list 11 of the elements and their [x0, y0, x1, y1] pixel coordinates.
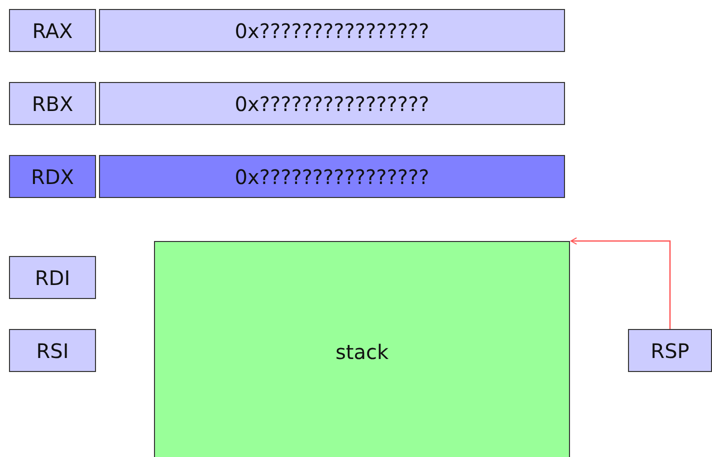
register-box: RAX	[9, 9, 96, 52]
register-box: RDX	[9, 155, 96, 198]
arrow	[570, 237, 671, 329]
register-box: RBX	[9, 82, 96, 125]
value-box: 0x????????????????	[99, 9, 565, 52]
stack-box: stack	[154, 241, 570, 457]
register-box: RSP	[628, 329, 712, 372]
register-box: RDI	[9, 256, 96, 299]
value-box: 0x????????????????	[99, 155, 565, 198]
register-box: RSI	[9, 329, 96, 372]
value-box: 0x????????????????	[99, 82, 565, 125]
